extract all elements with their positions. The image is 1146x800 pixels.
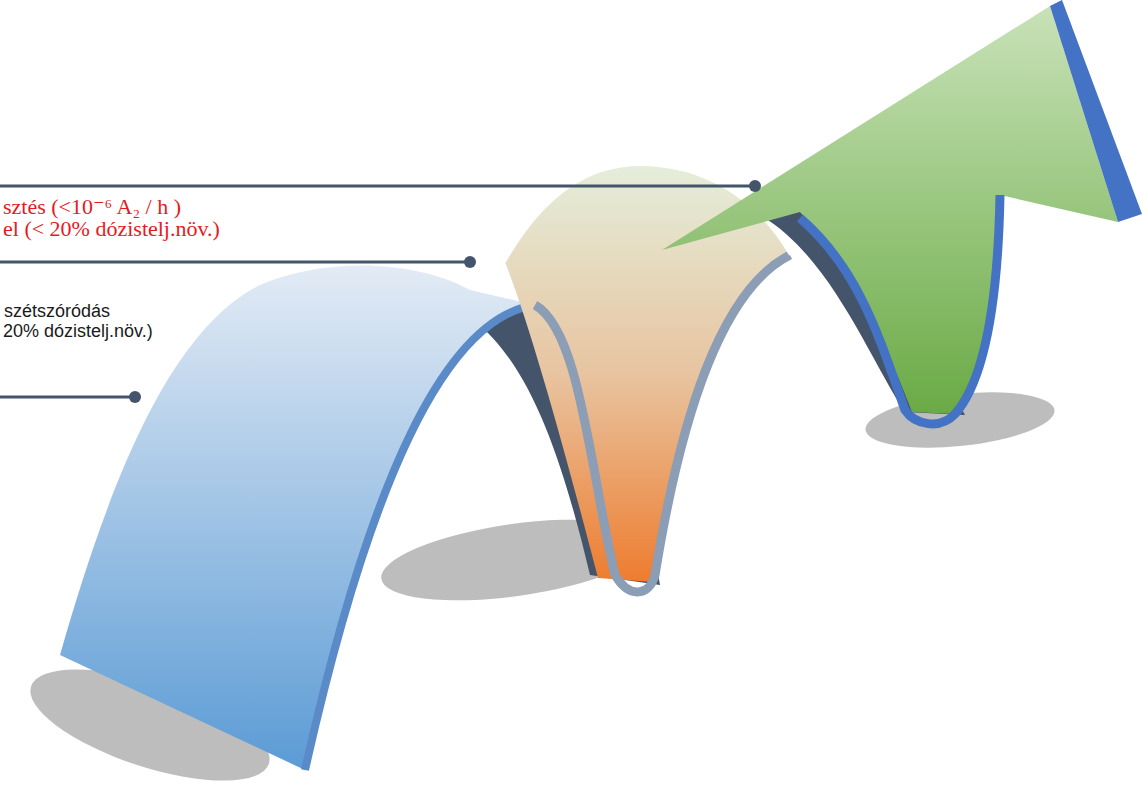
- leader-line: [0, 261, 470, 264]
- leader-dot: [129, 391, 141, 403]
- requirement-text: 20% dózistelj.növ.): [3, 322, 153, 342]
- leader-line: [0, 185, 755, 188]
- ribbon-orange: [505, 165, 790, 582]
- requirement-text: szétszóródás: [4, 302, 110, 322]
- ribbon-blue: [60, 266, 535, 770]
- ribbon-arrow-green: [662, 6, 1118, 414]
- ribbon-rim: [535, 255, 790, 592]
- ribbon-rim: [800, 195, 1000, 424]
- leader-dot: [464, 256, 476, 268]
- leader-dot: [749, 180, 761, 192]
- requirement-text: sztés (<10⁻⁶ A₂ / h ): [3, 195, 181, 219]
- requirement-text: el (< 20% dózistelj.növ.): [3, 217, 220, 241]
- arrow-side: [1050, 0, 1142, 222]
- leader-line: [0, 396, 135, 399]
- ribbon-rim: [305, 305, 535, 770]
